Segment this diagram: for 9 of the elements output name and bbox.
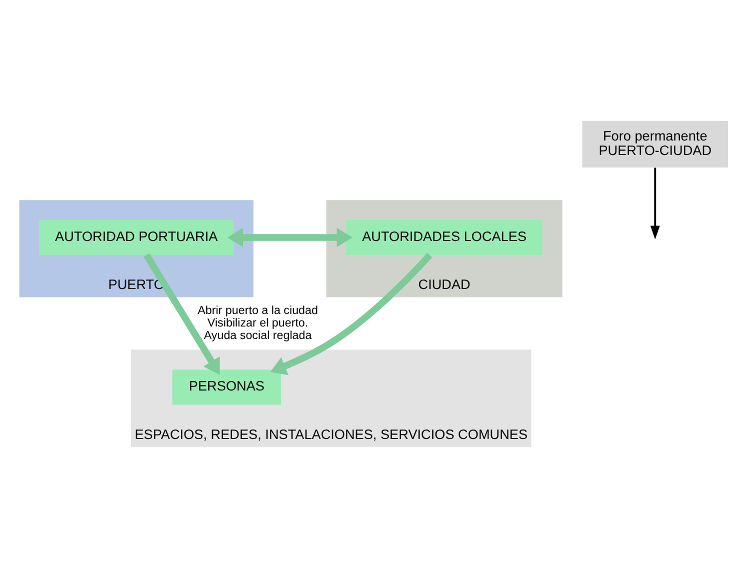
node-box: AUTORIDADES LOCALES (346, 220, 542, 255)
node-box: PERSONAS (172, 370, 282, 405)
arrow (650, 168, 660, 240)
arrow (227, 228, 353, 248)
node-box: Foro permanente PUERTO-CIUDAD (582, 120, 728, 168)
arrow (144, 253, 220, 375)
edge-label: Abrir puerto a la ciudad Visibilizar el puerto. Ayuda social reglada (198, 304, 318, 342)
arrow (270, 252, 432, 376)
node-box: AUTORIDAD PORTUARIA (39, 220, 234, 255)
